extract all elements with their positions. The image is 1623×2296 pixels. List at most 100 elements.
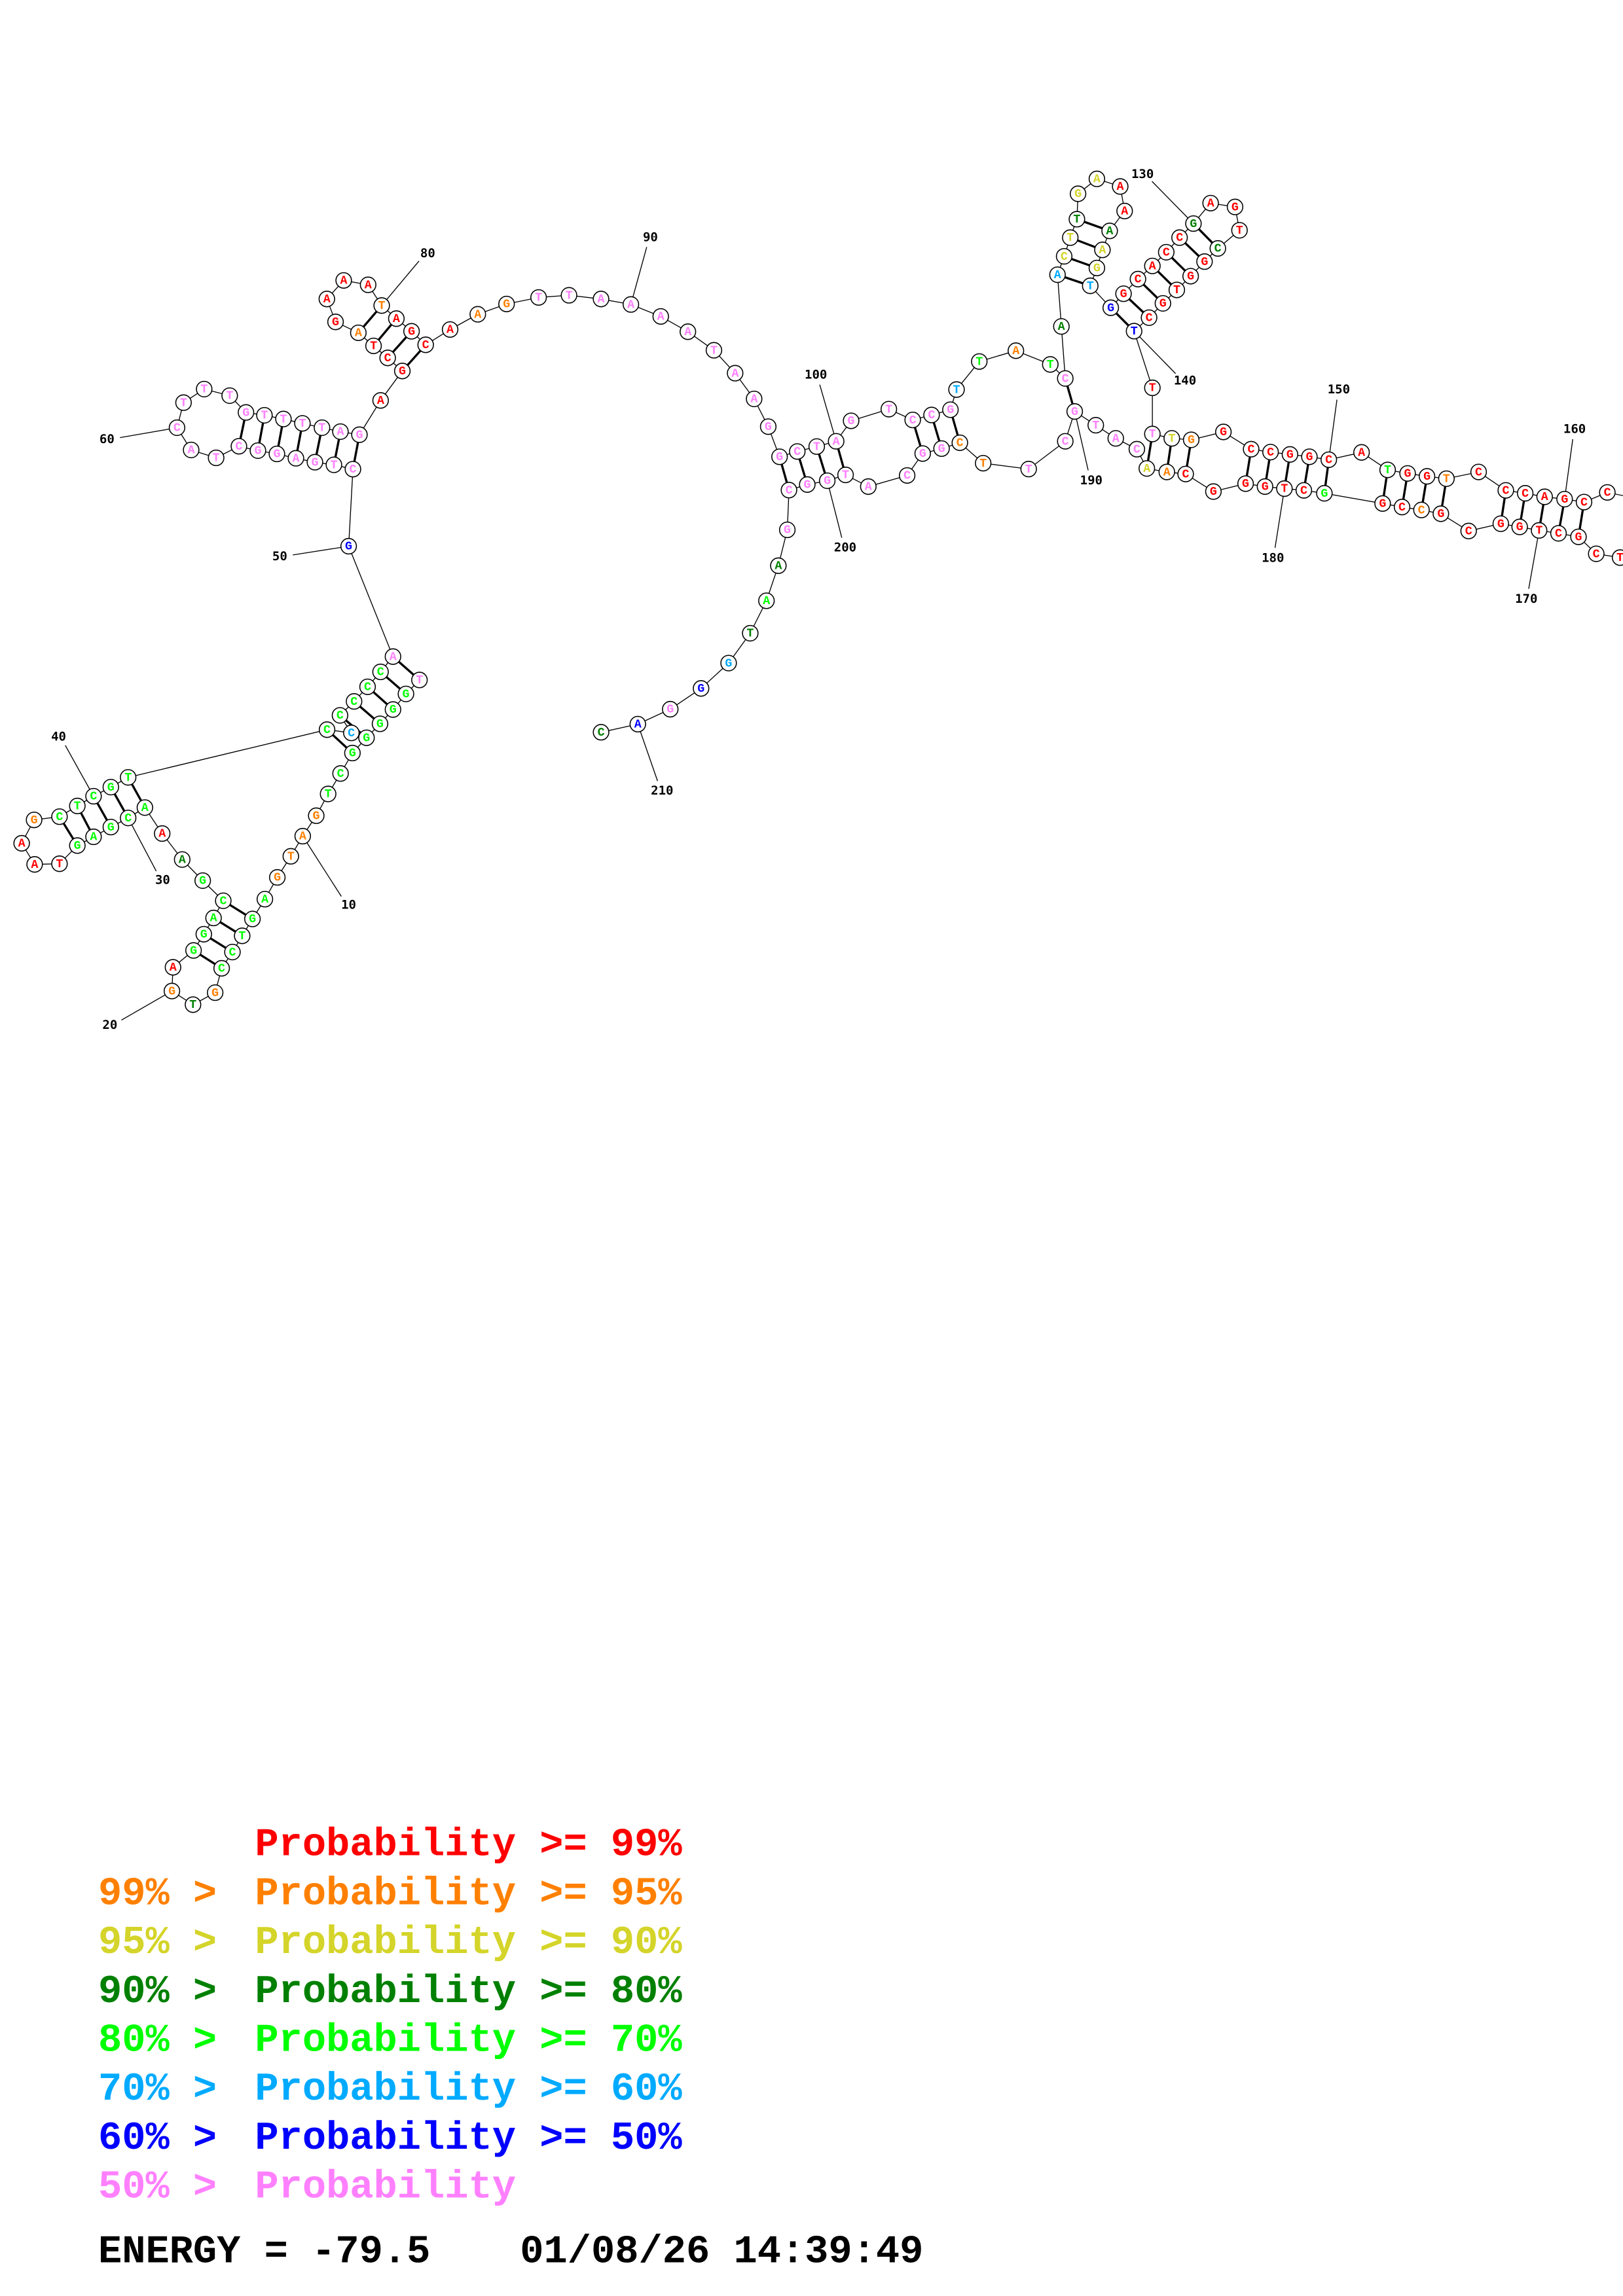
nucleotide: T (1125, 323, 1142, 340)
nucleotide-letter: C (1418, 503, 1425, 517)
nucleotide-letter: A (684, 325, 691, 339)
nucleotide: C (343, 725, 360, 742)
position-label-leader (128, 817, 157, 872)
nucleotide-circle (818, 472, 836, 490)
nucleotide: C (1243, 440, 1260, 457)
nucleotide: T (1062, 229, 1079, 246)
nucleotide: G (69, 837, 86, 854)
legend-label: Probability >= 95% (255, 1872, 682, 1916)
nucleotide: A (441, 321, 459, 338)
nucleotide: G (371, 715, 389, 732)
position-label-leader (293, 545, 349, 556)
nucleotide-letter: G (242, 406, 249, 420)
nucleotide-circle (1550, 525, 1567, 542)
nucleotide: G (351, 426, 368, 443)
position-label: 60 (100, 432, 115, 446)
nucleotide: T (742, 624, 759, 642)
nucleotide-letter: A (474, 308, 481, 321)
nucleotide-circle (371, 715, 389, 732)
nucleotide: G (498, 295, 515, 313)
position-label-leader (65, 745, 94, 797)
nucleotide-circle (268, 869, 286, 886)
position-label-leader (121, 990, 172, 1021)
nucleotide-letter: G (399, 365, 406, 378)
nucleotide-circle (350, 324, 367, 342)
nucleotide-letter: G (1120, 287, 1127, 301)
nucleotide-circle (372, 663, 389, 681)
nucleotide-letter: A (1143, 462, 1150, 476)
nucleotide: C (789, 443, 806, 460)
nucleotide-letter: G (1497, 517, 1504, 531)
nucleotide-letter: G (1437, 507, 1444, 521)
nucleotide-circle (332, 423, 349, 440)
nucleotide-letter: C (124, 812, 132, 825)
nucleotide-letter: A (731, 367, 739, 380)
nucleotide-circle (1144, 257, 1161, 274)
nucleotide: C (1128, 440, 1146, 457)
nucleotide: G (1237, 475, 1254, 492)
nucleotide-letter: G (1404, 467, 1411, 481)
nucleotide-letter: C (1135, 273, 1142, 287)
nucleotide-circle (1182, 268, 1199, 285)
nucleotide-letter: A (833, 435, 840, 448)
nucleotide: G (914, 445, 931, 462)
nucleotide-letter: A (18, 837, 26, 851)
position-label: 90 (643, 230, 658, 244)
nucleotide: A (359, 276, 376, 293)
nucleotide-letter: C (793, 445, 801, 459)
nucleotide: A (593, 291, 610, 308)
nucleotide-circle (1556, 490, 1573, 508)
nucleotide-circle (294, 827, 312, 845)
position-label: 180 (1262, 550, 1284, 565)
nucleotide-circle (343, 725, 360, 742)
nucleotide-letter: A (158, 827, 166, 841)
nucleotide-circle (746, 390, 763, 408)
nucleotide-letter: C (1176, 231, 1183, 245)
nucleotide: T (1068, 211, 1085, 228)
nucleotide-circle (593, 724, 610, 741)
nucleotide-circle (282, 848, 299, 865)
nucleotide-circle (860, 478, 877, 495)
nucleotide-circle (1087, 417, 1104, 434)
nucleotide-letter: T (280, 412, 287, 426)
position-label: 210 (651, 783, 673, 798)
nucleotide-letter: T (953, 383, 960, 397)
nucleotide: A (294, 827, 312, 845)
nucleotide: A (1101, 223, 1118, 240)
nucleotide-circle (221, 387, 238, 404)
nucleotide: A (1144, 257, 1161, 274)
nucleotide: A (1139, 460, 1156, 477)
nucleotide: A (164, 959, 181, 976)
nucleotide: G (185, 942, 202, 959)
nucleotide-letter: G (1561, 493, 1568, 507)
legend-label: Probability >= 50% (255, 2117, 682, 2161)
nucleotide: C (1057, 433, 1074, 450)
nucleotide: G (358, 729, 375, 746)
nucleotide-letter: G (168, 984, 175, 998)
nucleotide: G (1399, 465, 1416, 482)
nucleotide-circle (365, 337, 382, 355)
nucleotide-letter: A (1106, 224, 1113, 238)
nucleotide-circle (164, 959, 181, 976)
nucleotide-letter: A (775, 559, 782, 573)
nucleotide-circle (319, 785, 337, 802)
nucleotide: T (705, 342, 723, 359)
nucleotide: G (843, 412, 860, 429)
nucleotide-letter: T (1616, 551, 1623, 565)
nucleotide-circle (411, 672, 428, 689)
nucleotide-circle (372, 392, 389, 409)
nucleotide: A (183, 441, 200, 459)
nucleotide: C (1057, 370, 1074, 387)
nucleotide-circle (942, 401, 959, 418)
nucleotide: T (275, 410, 292, 427)
nucleotide: G (1301, 448, 1318, 465)
nucleotide-circle (1177, 465, 1194, 482)
backbone-segment (348, 546, 393, 657)
nucleotide-circle (1125, 323, 1142, 340)
nucleotide: A (1202, 194, 1219, 211)
nucleotide-circle (1102, 299, 1120, 316)
nucleotide-circle (1163, 430, 1180, 447)
nucleotide: T (1438, 470, 1455, 488)
nucleotide-letter: G (211, 986, 219, 1000)
nucleotide-circle (759, 418, 777, 435)
